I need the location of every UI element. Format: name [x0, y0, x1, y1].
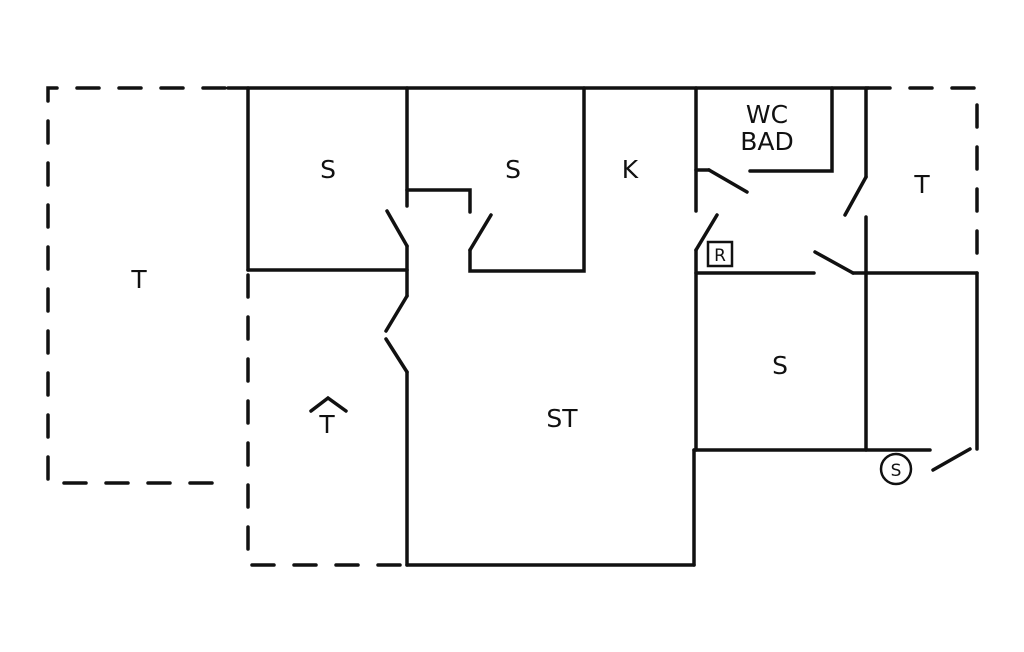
- door-bedroom-2: [468, 213, 493, 252]
- door-bedroom-1: [385, 209, 409, 248]
- door-terrace-right: [843, 175, 868, 217]
- room-label-covered-terrace: T: [318, 410, 335, 439]
- door-bedroom-3: [813, 250, 855, 275]
- room-label-bathroom-wc: WC: [746, 100, 788, 129]
- room-label-kitchen: K: [622, 155, 639, 184]
- door-living-lower: [384, 337, 409, 374]
- boxed-r-label: R: [714, 246, 726, 266]
- door-living-upper: [384, 294, 409, 333]
- room-label-bedroom-2: S: [505, 155, 521, 184]
- room-label-bedroom-1: S: [320, 155, 336, 184]
- room-label-terrace-left: T: [130, 265, 147, 294]
- room-label-bedroom-3: S: [772, 351, 788, 380]
- room-label-terrace-right: T: [913, 170, 930, 199]
- door-kitchen: [694, 213, 719, 252]
- walls: [226, 86, 979, 567]
- circled-s-label: S: [891, 461, 902, 481]
- circled-s-icon: S: [879, 452, 913, 486]
- doors: [384, 168, 972, 472]
- roof-chevron-icon: [309, 395, 348, 413]
- room-label-bathroom-bad: BAD: [740, 127, 794, 156]
- room-labels: T S S K WC BAD T ST T S: [130, 100, 930, 439]
- room-label-living-room: ST: [546, 404, 578, 433]
- boxed-r-icon: R: [706, 240, 734, 268]
- terrace-outlines: [46, 86, 979, 567]
- door-bathroom: [707, 168, 749, 194]
- door-right-room: [931, 447, 972, 472]
